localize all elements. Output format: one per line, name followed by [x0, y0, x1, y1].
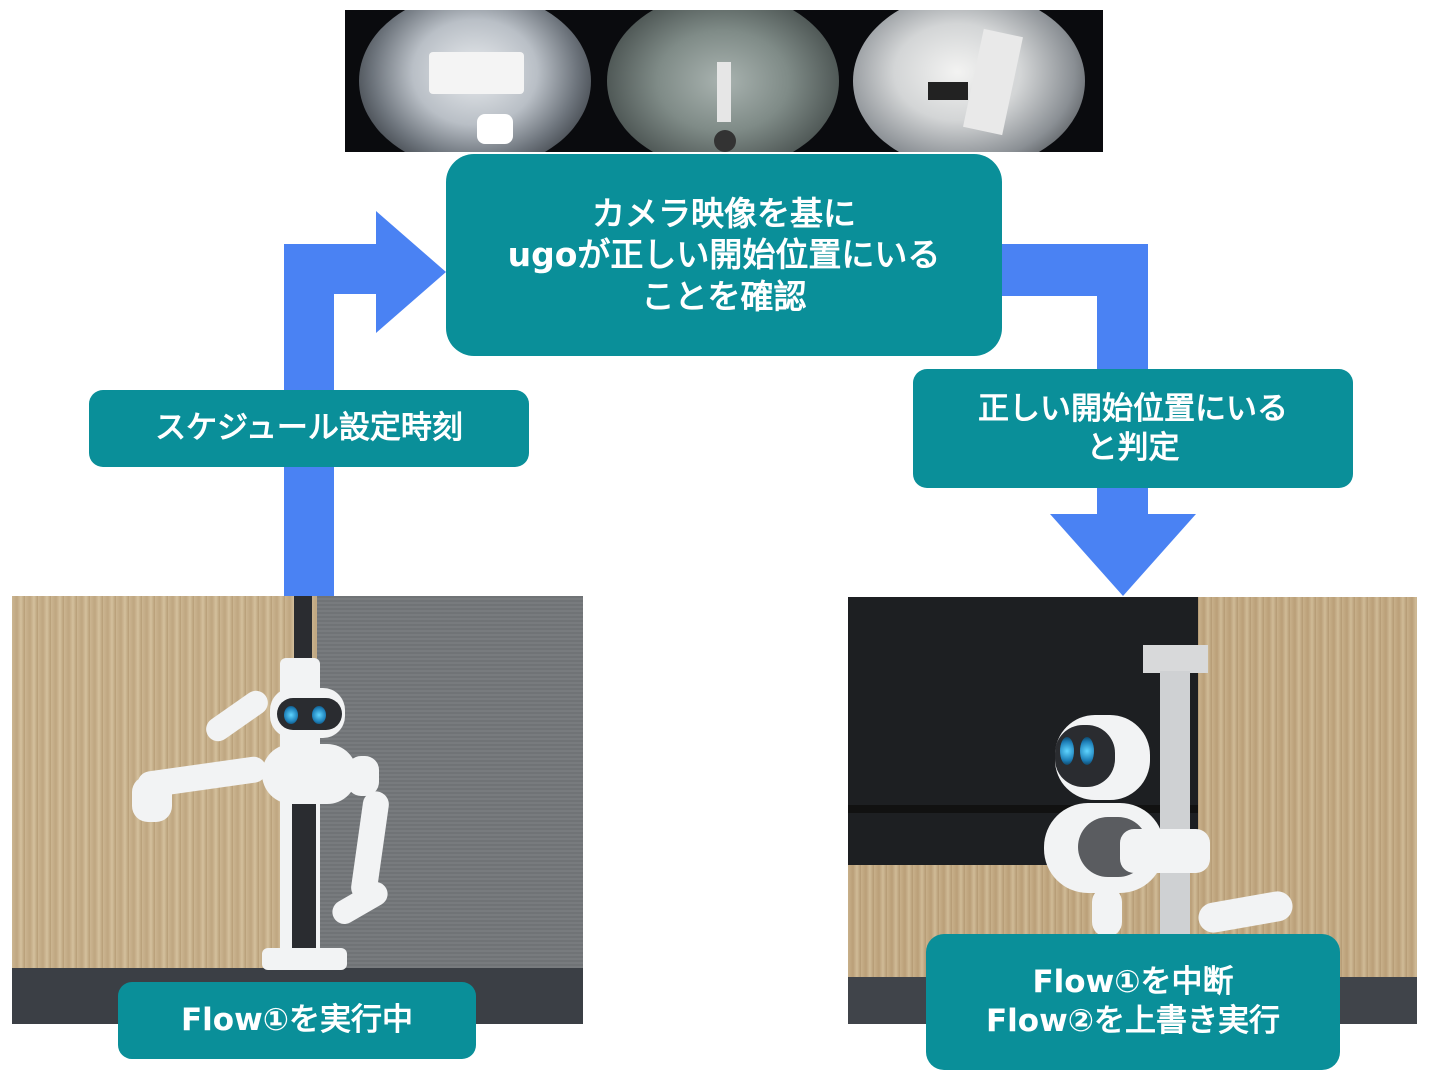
arrow-left-horizontal [284, 244, 380, 294]
camera-feed-strip [345, 10, 1103, 152]
camera-check-line-1: カメラ映像を基に [592, 194, 856, 234]
judgement-line-1: 正しい開始位置にいる [978, 390, 1288, 427]
arrow-right-head [1050, 514, 1196, 596]
camera-check-label: カメラ映像を基に ugoが正しい開始位置にいる ことを確認 [446, 154, 1002, 356]
flow-override-label: Flow①を中断 Flow②を上書き実行 [926, 934, 1340, 1070]
camera-check-line-3: ことを確認 [641, 276, 807, 316]
photo-robot-flow1 [12, 596, 583, 1024]
fisheye-view-office [853, 10, 1085, 152]
flow-override-line-1: Flow①を中断 [1032, 964, 1234, 1001]
schedule-time-label: スケジュール設定時刻 [89, 390, 529, 467]
judgement-line-2: と判定 [1086, 429, 1180, 466]
flow1-running-label: Flow①を実行中 [118, 982, 476, 1059]
flow1-running-text: Flow①を実行中 [181, 1002, 413, 1039]
flow-override-line-2: Flow②を上書き実行 [986, 1003, 1280, 1039]
fisheye-view-meeting-room [359, 10, 591, 152]
camera-check-line-2: ugoが正しい開始位置にいる [507, 235, 941, 275]
schedule-time-text: スケジュール設定時刻 [155, 410, 463, 447]
arrow-left-head [376, 211, 446, 333]
judgement-label: 正しい開始位置にいる と判定 [913, 369, 1353, 488]
fisheye-view-corridor [607, 10, 839, 152]
